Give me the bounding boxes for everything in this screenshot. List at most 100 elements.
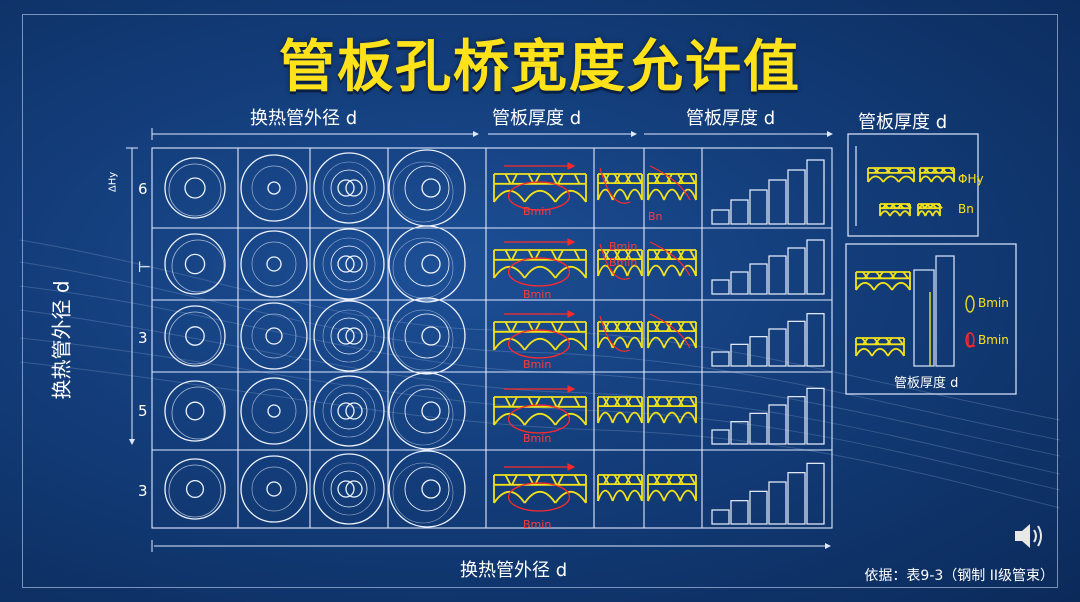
outer-tube-circle — [164, 458, 226, 520]
bridge-truss — [647, 474, 697, 502]
step-bar — [768, 328, 787, 367]
outer-frame — [22, 14, 1058, 588]
ring-circle — [330, 169, 368, 207]
bridge-truss — [597, 474, 643, 502]
hole-circle — [337, 480, 355, 498]
hole-circle — [345, 255, 363, 273]
ring-circle — [404, 241, 450, 287]
step-bar — [711, 209, 730, 225]
step-bar — [711, 429, 730, 445]
hole-circle — [184, 177, 206, 199]
hole-circle — [267, 181, 281, 195]
ring-circle — [330, 392, 368, 430]
row-label-2: ⊢ — [138, 258, 152, 276]
row-label-3: 3 — [138, 329, 148, 347]
bridge-label-7: Bmin — [609, 256, 638, 269]
step-bar — [711, 279, 730, 295]
outer-tube-circle — [164, 305, 226, 367]
step-bar — [787, 320, 806, 367]
bridge-truss — [493, 249, 587, 279]
source-note: 依据：表9-3（钢制 II级管束） — [864, 568, 1054, 584]
bridge-truss — [493, 396, 587, 426]
step-bar — [749, 336, 768, 367]
inset-top — [847, 133, 979, 237]
red-annotation — [599, 165, 691, 204]
hole-circle — [185, 479, 205, 499]
ring-circle — [404, 466, 450, 512]
top-label-tube-diameter: 换热管外径 d — [250, 108, 358, 129]
table-grid — [151, 147, 833, 529]
bmin-marker — [504, 310, 576, 359]
inset-bmin-a: Bmin — [978, 296, 1009, 310]
inset-label-b: Bn — [958, 202, 974, 216]
outer-tube-circle — [313, 300, 385, 372]
step-bar — [730, 500, 749, 525]
bridge-truss — [597, 396, 643, 424]
outer-tube-circle — [388, 225, 466, 303]
bridge-label-3: Bmin — [523, 358, 552, 371]
step-bar — [768, 481, 787, 525]
hole-circle — [345, 402, 363, 420]
step-bar — [806, 387, 825, 445]
outer-tube-circle — [313, 453, 385, 525]
outer-tube-circle — [388, 149, 466, 227]
step-bar — [749, 263, 768, 295]
outer-tube-circle — [388, 450, 466, 528]
hole-circle — [421, 479, 441, 499]
step-bar — [730, 343, 749, 367]
step-bar — [806, 313, 825, 367]
step-bar — [787, 247, 806, 295]
top-label-plate-thickness-2: 管板厚度 d — [686, 108, 776, 129]
inner-tube-circle — [171, 239, 225, 293]
step-bar — [749, 490, 768, 525]
hole-circle — [266, 256, 282, 272]
bridge-truss — [647, 396, 697, 424]
inner-tube-circle — [168, 464, 222, 518]
ring-circle — [404, 165, 450, 211]
step-bar — [730, 421, 749, 445]
ring-circle — [322, 462, 376, 516]
outer-tube-circle — [388, 297, 466, 375]
step-bar — [806, 239, 825, 295]
outer-tube-circle — [240, 154, 308, 222]
bridge-truss — [879, 203, 912, 217]
inset-red-markers — [965, 332, 975, 348]
inset-bottom — [845, 243, 1017, 395]
ring-circle — [322, 237, 376, 291]
row-label-1: 6 — [138, 180, 148, 198]
ring-circle — [330, 245, 368, 283]
bridge-truss — [493, 474, 587, 504]
hole-circle — [185, 401, 205, 421]
tube-hole-circles — [164, 149, 466, 528]
bridge-truss — [597, 173, 643, 201]
step-bar — [768, 404, 787, 445]
outer-tube-circle — [240, 377, 308, 445]
bridge-truss — [597, 249, 643, 277]
hole-circle — [345, 179, 363, 197]
row-label-5: 3 — [138, 482, 148, 500]
ring-circle — [392, 462, 454, 524]
outer-tube-circle — [313, 375, 385, 447]
outer-tube-circle — [313, 228, 385, 300]
outer-tube-circle — [164, 157, 226, 219]
step-bar — [787, 472, 806, 525]
inset-label-a: ΦHy — [958, 172, 984, 186]
outer-tube-circle — [240, 455, 308, 523]
hole-circle — [184, 253, 206, 275]
inner-tube-circle — [171, 386, 225, 440]
hole-circle — [337, 402, 355, 420]
bridge-truss — [919, 167, 956, 183]
bridge-label-5: Bmin — [523, 518, 552, 531]
ring-circle — [392, 384, 454, 446]
bridge-truss — [867, 167, 915, 183]
step-bar — [768, 179, 787, 225]
hole-circle — [421, 326, 441, 346]
hole-circle — [345, 327, 363, 345]
hole-circle — [421, 178, 441, 198]
outer-tube-circle — [164, 233, 226, 295]
bridge-label-4: Bmin — [523, 432, 552, 445]
speaker-icon[interactable] — [1012, 520, 1048, 552]
ring-circle — [251, 466, 297, 512]
ring-circle — [251, 241, 297, 287]
